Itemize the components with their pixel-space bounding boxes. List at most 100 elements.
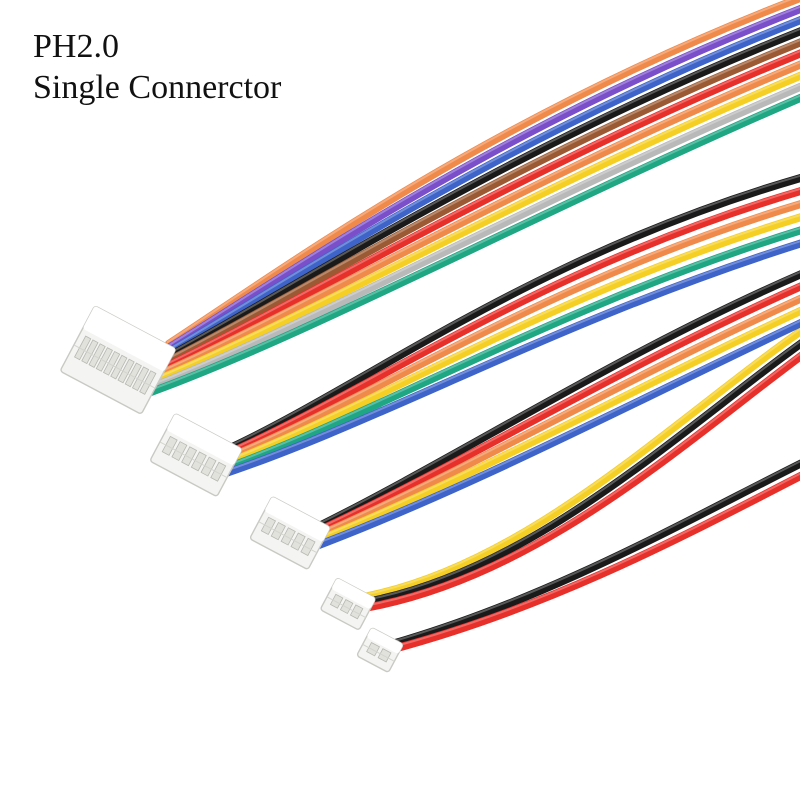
wire-highlight	[307, 319, 800, 548]
wire-highlight	[157, 27, 800, 361]
connector-housing	[356, 627, 404, 673]
connector-slot	[110, 354, 128, 380]
wire-highlight	[163, 5, 800, 349]
caption-title: PH2.0	[33, 28, 119, 65]
connector-slot	[290, 532, 306, 551]
connector-top-face	[367, 628, 403, 654]
wire-blue	[305, 319, 800, 553]
connector-top-face	[265, 497, 330, 542]
connector-slot	[131, 366, 150, 392]
wire-highlight	[222, 214, 800, 463]
wire-highlight	[358, 352, 800, 608]
wire-green	[217, 226, 800, 474]
cables-layer	[60, 0, 800, 673]
wire-orange	[146, 60, 800, 383]
wire-yellow	[143, 71, 800, 389]
wire-black	[359, 339, 800, 607]
wire-orange	[223, 200, 800, 463]
connector-slot	[181, 446, 198, 467]
wire-red	[356, 351, 800, 613]
cable-2-pin	[356, 459, 800, 673]
connector-slot	[117, 358, 135, 384]
wire-highlight	[310, 307, 800, 542]
wire-black	[318, 270, 800, 529]
wire-highlight	[388, 472, 800, 649]
connector-slot	[260, 516, 277, 536]
connector-slot	[190, 451, 207, 472]
wire-purple	[161, 4, 800, 354]
connector-slot	[139, 370, 157, 395]
wire-blue	[158, 16, 800, 360]
wire-highlight	[148, 61, 800, 378]
wire-highlight	[361, 340, 800, 602]
connector-housing	[150, 413, 242, 497]
wire-red	[386, 471, 800, 654]
connector-top-face	[83, 306, 175, 371]
connector-slot	[210, 461, 227, 482]
wire-blue	[214, 239, 800, 480]
wire-highlight	[392, 460, 800, 643]
connector-top-face	[167, 414, 242, 465]
connector-slot	[280, 527, 296, 546]
connector-slot	[81, 339, 99, 365]
wire-highlight	[160, 16, 800, 355]
wire-highlight	[231, 174, 800, 446]
connector-slot	[171, 441, 188, 462]
connector-slot	[95, 347, 113, 372]
connector-slot	[270, 521, 286, 541]
wire-red	[314, 282, 800, 535]
wire-orange	[164, 0, 800, 348]
connector-top-face	[332, 578, 375, 609]
connector-edge	[73, 344, 156, 389]
wire-black	[155, 27, 800, 366]
connector-slot	[74, 335, 92, 361]
connector-edge	[159, 441, 228, 479]
wire-black	[390, 459, 800, 648]
wire-highlight	[219, 227, 800, 469]
cable-10-pin	[60, 0, 800, 414]
wire-yellow	[363, 326, 800, 601]
connector-slot	[300, 537, 316, 557]
wire-highlight	[225, 201, 800, 458]
connector-slot	[124, 362, 142, 388]
wire-yellow	[308, 306, 800, 547]
connector-edge	[362, 643, 395, 662]
wire-highlight	[166, 0, 792, 343]
wire-highlight	[216, 240, 800, 475]
wire-highlight	[228, 187, 800, 452]
wire-highlight	[142, 83, 800, 389]
cable-6-pin	[150, 174, 800, 497]
cable-3-pin	[320, 326, 800, 630]
connector-housing	[60, 306, 176, 414]
wire-highlight	[320, 271, 800, 524]
connector-edge	[258, 521, 318, 554]
connector-slot	[88, 343, 106, 368]
wire-red	[226, 187, 800, 457]
wire-red	[149, 49, 800, 377]
caption: PH2.0 Single Connerctor	[33, 26, 281, 109]
connector-slot	[366, 642, 381, 657]
connector-slot	[102, 350, 121, 376]
connector-edge	[326, 596, 366, 618]
wire-highlight	[154, 39, 800, 366]
wire-highlight	[139, 94, 800, 395]
connector-slot	[339, 599, 354, 615]
caption-subtitle: Single Connerctor	[33, 69, 282, 107]
connector-slot	[349, 604, 364, 620]
wire-brown	[152, 38, 800, 371]
wire-highlight	[316, 283, 800, 530]
wire-yellow	[220, 213, 800, 468]
connector-slot	[161, 435, 178, 456]
wire-highlight	[151, 50, 800, 372]
connector-slot	[200, 456, 217, 477]
connector-slot	[377, 648, 392, 663]
wire-green	[137, 93, 800, 400]
wire-orange	[311, 294, 800, 541]
connector-housing	[249, 496, 331, 570]
wire-black	[229, 174, 800, 451]
connector-slot	[329, 593, 344, 609]
wire-highlight	[313, 295, 800, 536]
wire-highlight	[365, 327, 800, 596]
